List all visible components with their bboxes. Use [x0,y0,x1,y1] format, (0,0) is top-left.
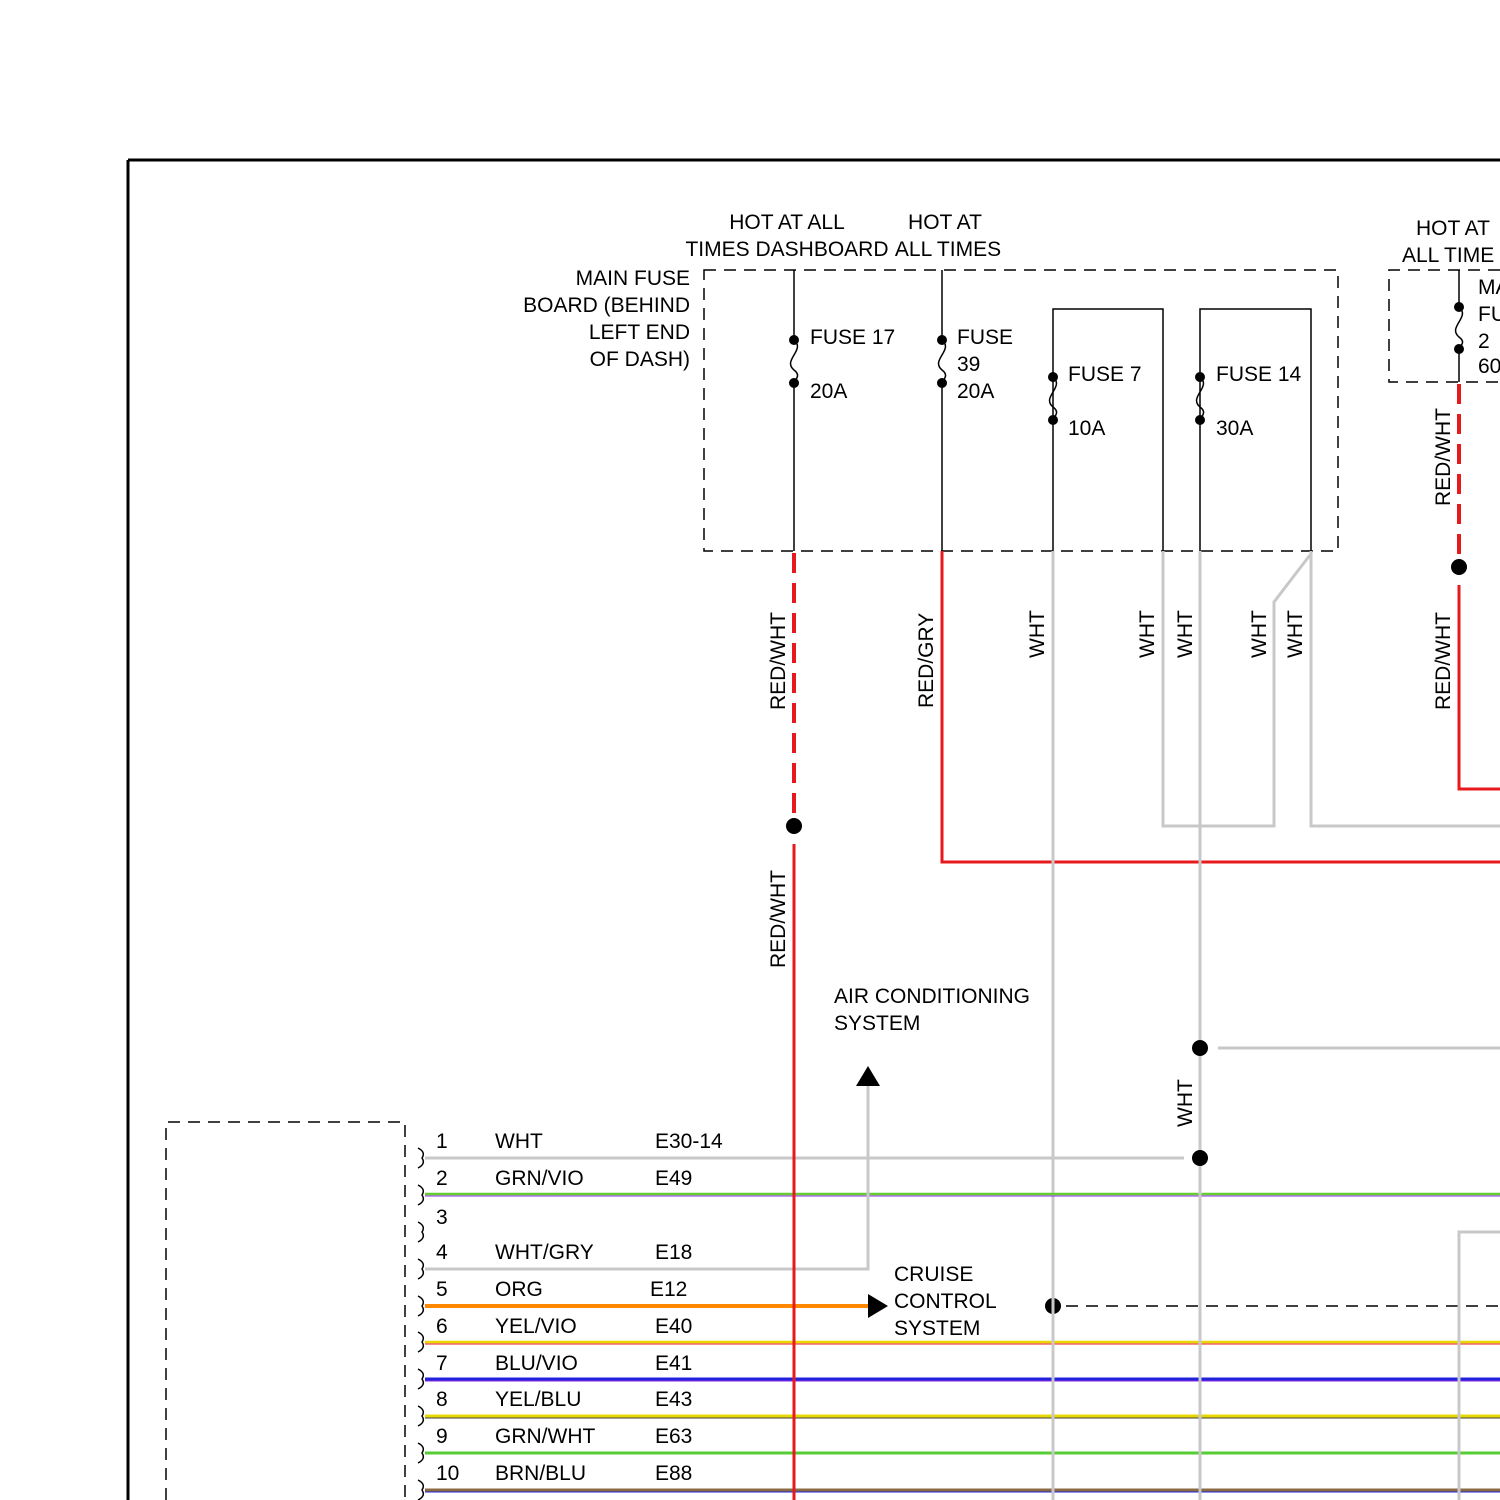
fuse17-symbol [791,340,798,383]
fuse7-rating: 10A [1068,417,1105,440]
right-lower-grey-line [1459,1232,1500,1500]
hot-all-times-label-2: ALL TIMES [895,238,1001,261]
ac-arrow-icon [856,1066,880,1086]
ac-system-label-1: AIR CONDITIONING [834,985,1030,1008]
pin10-marker [418,1480,423,1500]
fuse7-terminal-bottom [1048,415,1058,425]
wht-label-fuse14-right: WHT [1284,610,1307,658]
fuse-board-label-1: MAIN FUSE [576,267,690,290]
right-fuse-label-2: FU [1478,303,1500,326]
pin1-number: 1 [436,1130,448,1153]
fuse14-rating: 30A [1216,417,1253,440]
pin8-terminal: E43 [655,1388,692,1411]
fuse39-rating: 20A [957,380,994,403]
pin1-terminal: E30-14 [655,1130,723,1153]
connector-box [166,1122,405,1500]
pin4-terminal: E18 [655,1241,692,1264]
hot-right-label-2: ALL TIME [1402,244,1494,267]
red-wht-splice [786,818,802,834]
cruise-label-3: SYSTEM [894,1317,980,1340]
hot-dashboard-label-2: TIMES DASHBOARD [685,238,888,261]
wht-splice-pin1 [1192,1150,1208,1166]
pin6-number: 6 [436,1315,448,1338]
right-red-wht-solid [1459,585,1500,789]
pin5-marker [418,1296,423,1316]
wht-splice-ac [1192,1040,1208,1056]
pin7-color: BLU/VIO [495,1352,578,1375]
pin1-marker [418,1148,423,1168]
pin6-terminal: E40 [655,1315,692,1338]
pin3-number: 3 [436,1206,448,1229]
fuse17-name: FUSE 17 [810,326,895,349]
wht-wire-fuse7-loop [1163,551,1310,826]
pin9-terminal: E63 [655,1425,692,1448]
red-gry-label: RED/GRY [915,613,938,708]
pin8-color: YEL/BLU [495,1388,581,1411]
pin10-number: 10 [436,1462,459,1485]
pin2-number: 2 [436,1167,448,1190]
right-red-wht-splice [1451,559,1467,575]
pin7-terminal: E41 [655,1352,692,1375]
fuse14-name: FUSE 14 [1216,363,1302,386]
wht-label-lower: WHT [1174,1079,1197,1127]
pin4-marker [418,1259,423,1279]
red-wht-label-lower: RED/WHT [767,870,790,968]
right-red-wht-label-upper: RED/WHT [1432,408,1455,506]
pin-markers [418,1148,423,1500]
right-fuse-label-3: 2 [1478,330,1490,353]
red-gry-wire [942,551,1500,862]
hot-all-times-label-1: HOT AT [908,211,982,234]
right-fuse-symbol [1456,307,1463,349]
pin7-number: 7 [436,1352,448,1375]
pin2-color: GRN/VIO [495,1167,584,1190]
cruise-label-1: CRUISE [894,1263,973,1286]
cruise-arrow-icon [868,1294,888,1318]
pin4-color: WHT/GRY [495,1241,594,1264]
pin6-color: YEL/VIO [495,1315,577,1338]
red-wht-label-upper: RED/WHT [767,612,790,710]
pin6-marker [418,1332,423,1352]
pin9-color: GRN/WHT [495,1425,595,1448]
pin9-number: 9 [436,1425,448,1448]
right-red-wht-label-lower: RED/WHT [1432,612,1455,710]
wht-label-fuse7-return: WHT [1136,610,1159,658]
pin5-terminal: E12 [650,1278,687,1301]
fuse14-terminal-bottom [1195,415,1205,425]
wht-label-fuse14: WHT [1174,610,1197,658]
pin8-marker [418,1406,423,1426]
right-fuse-label-1: MA [1478,276,1500,299]
ac-system-label-2: SYSTEM [834,1012,920,1035]
pin3-marker [418,1222,423,1242]
wht-wire-fuse14-right [1311,551,1500,826]
main-fuse-board-box [704,270,1338,551]
fuse39-name-1: FUSE [957,326,1013,349]
pin5-number: 5 [436,1278,448,1301]
fuse7-name: FUSE 7 [1068,363,1142,386]
pin7-marker [418,1369,423,1389]
hot-dashboard-label-1: HOT AT ALL [729,211,845,234]
pin4-wire [425,1086,868,1269]
wht-label-fuse7: WHT [1026,610,1049,658]
pin2-terminal: E49 [655,1167,692,1190]
pin9-marker [418,1443,423,1463]
pin10-color: BRN/BLU [495,1462,586,1485]
fuse-board-label-2: BOARD (BEHIND [523,294,690,317]
fuse39-symbol [939,340,946,383]
fuse-board-label-4: OF DASH) [590,348,690,371]
hot-right-label-1: HOT AT [1416,217,1490,240]
cruise-label-2: CONTROL [894,1290,997,1313]
pin8-number: 8 [436,1388,448,1411]
pin5-color: ORG [495,1278,543,1301]
fuse39-name-2: 39 [957,353,980,376]
pin1-color: WHT [495,1130,543,1153]
right-fuse-label-4: 60 [1478,355,1500,378]
fuse-board-label-3: LEFT END [589,321,690,344]
pin2-marker [418,1185,423,1205]
pin4-number: 4 [436,1241,448,1264]
pin10-terminal: E88 [655,1462,692,1485]
fuse17-rating: 20A [810,380,847,403]
wht-label-loop: WHT [1248,610,1271,658]
